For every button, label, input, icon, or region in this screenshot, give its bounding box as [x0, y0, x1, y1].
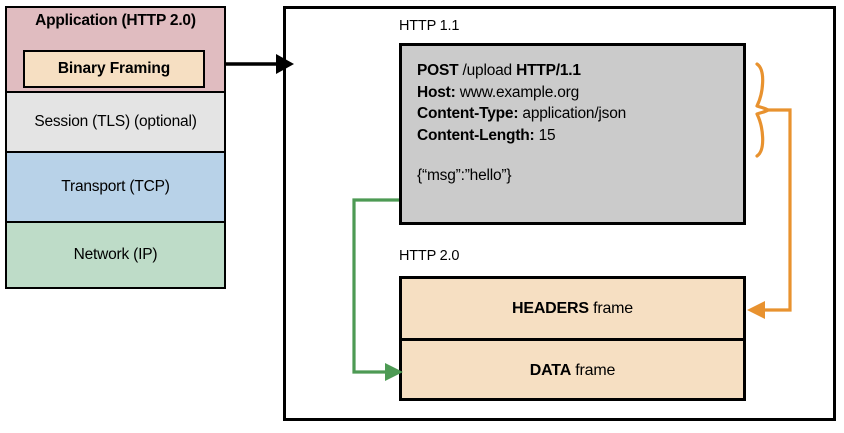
stack-layer-transport-label: Transport (TCP) — [61, 178, 170, 195]
stack-layer-transport: Transport (TCP) — [5, 151, 226, 223]
header-host-value: www.example.org — [455, 83, 580, 101]
header-content-length-name: Content-Length: — [417, 126, 535, 144]
header-content-type-value: application/json — [518, 105, 627, 122]
http20-caption: HTTP 2.0 — [399, 248, 460, 264]
headers-frame-keyword: HEADERS — [512, 299, 589, 317]
request-path: /upload — [458, 62, 517, 79]
http11-message-box: POST /upload HTTP/1.1 Host: www.example.… — [399, 43, 746, 225]
header-content-length-value: 15 — [534, 126, 556, 144]
request-version: HTTP/1.1 — [516, 62, 581, 79]
http11-caption: HTTP 1.1 — [399, 18, 460, 34]
request-method: POST — [417, 62, 459, 79]
request-body: {“msg”:”hello”} — [417, 167, 512, 184]
main-panel — [283, 6, 836, 421]
http20-frames-box: HEADERS frame DATA frame — [399, 276, 746, 401]
stack-layer-network-label: Network (IP) — [73, 246, 158, 263]
headers-frame-suffix: frame — [588, 299, 633, 317]
binary-framing-box: Binary Framing — [23, 50, 205, 88]
data-frame-keyword: DATA — [529, 361, 572, 379]
header-content-type: Content-Type: application/json — [417, 103, 743, 125]
header-content-type-name: Content-Type: — [417, 105, 519, 122]
stack-layer-session-label: Session (TLS) (optional) — [34, 113, 197, 130]
request-line-start-line: POST /upload HTTP/1.1 — [417, 60, 743, 82]
stack-layer-application-label: Application (HTTP 2.0) — [35, 12, 196, 29]
stack-layer-session: Session (TLS) (optional) — [5, 91, 226, 153]
stack-layer-network: Network (IP) — [5, 221, 226, 289]
header-content-length: Content-Length: 15 — [417, 125, 743, 147]
data-frame: DATA frame — [402, 341, 743, 400]
data-frame-suffix: frame — [571, 361, 616, 379]
binary-framing-label: Binary Framing — [57, 60, 171, 77]
header-host: Host: www.example.org — [417, 82, 743, 104]
header-host-name: Host: — [417, 83, 456, 101]
protocol-stack: Application (HTTP 2.0) Binary Framing Se… — [5, 6, 226, 347]
headers-frame: HEADERS frame — [402, 279, 743, 341]
